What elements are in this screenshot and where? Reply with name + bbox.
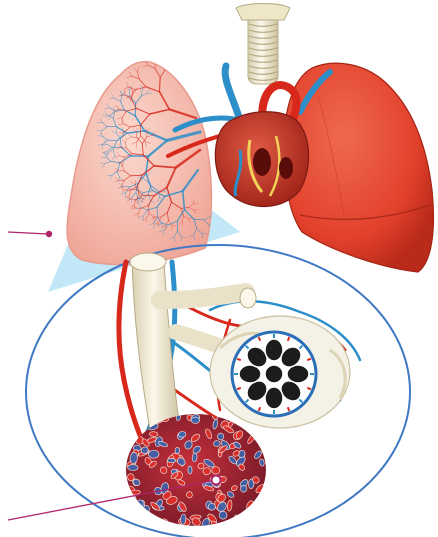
left-lung: [67, 56, 215, 264]
trachea: [236, 4, 290, 85]
capillary-covered-sac: [121, 410, 269, 530]
pointer-lung: [8, 231, 52, 237]
alveolar-sac-cross-section: [210, 316, 350, 428]
heart: [215, 112, 308, 207]
alveoli-detail: [119, 253, 360, 530]
